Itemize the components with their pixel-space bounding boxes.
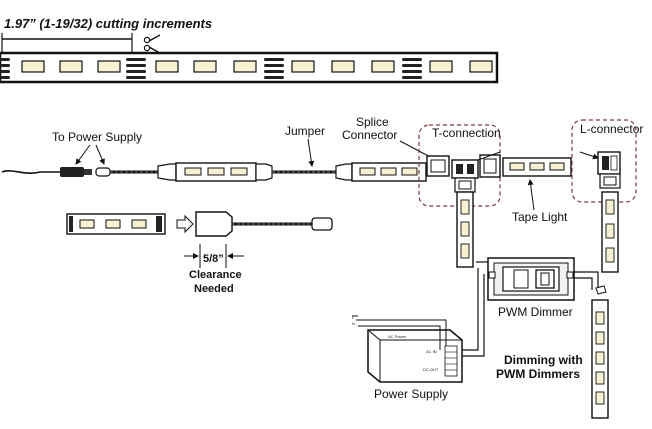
tape-vertical-dimmed [591, 285, 609, 419]
led-chip [371, 60, 395, 73]
power-supply-unit [367, 329, 463, 383]
t-connector [451, 154, 501, 193]
copper-pad [126, 64, 146, 67]
clearance-value: 5/8” [203, 253, 224, 265]
pwm-dimmer [487, 257, 575, 301]
clearance-dimension [184, 244, 244, 268]
copper-pad [0, 64, 10, 67]
clearance-label-line1: Clearance [189, 269, 242, 281]
tape-segment-2 [351, 162, 427, 182]
led-chip [291, 60, 315, 73]
tape-segment-1 [175, 162, 257, 182]
wire-l-label: L [352, 315, 355, 320]
copper-pad [264, 76, 284, 79]
ac-power-wires [352, 315, 447, 350]
jumper-label: Jumper [285, 124, 325, 138]
led-chip [155, 60, 179, 73]
led-strip-top [0, 51, 499, 84]
power-supply-label: Power Supply [374, 387, 448, 401]
arrow-right-icon [176, 214, 194, 234]
copper-pad [264, 64, 284, 67]
copper-pad [126, 70, 146, 73]
wire-n-label: N [352, 321, 355, 326]
jumper-cable [255, 163, 353, 181]
copper-pad [0, 70, 10, 73]
t-connection-label: T-connection [432, 126, 501, 140]
ac-in-label: AC IN [426, 349, 437, 354]
clearance-connector [195, 211, 333, 237]
copper-pad [402, 64, 422, 67]
led-chip [59, 60, 83, 73]
copper-pad [126, 76, 146, 79]
tape-vertical-t [456, 191, 474, 268]
l-connector-label: L-connector [580, 122, 643, 136]
cutting-increments-label: 1.97” (1-19/32) cutting increments [4, 16, 212, 31]
copper-pad [264, 70, 284, 73]
copper-pad [402, 70, 422, 73]
splice-label-line1: Splice [356, 115, 389, 129]
copper-pad [0, 76, 10, 79]
clearance-strip [66, 213, 166, 235]
tape-light-label: Tape Light [512, 210, 568, 224]
copper-pad [402, 58, 422, 61]
splice-label-line2: Connector [342, 128, 397, 142]
copper-pad [126, 58, 146, 61]
led-chip [469, 60, 493, 73]
led-chip [97, 60, 121, 73]
pwm-dimmer-label: PWM Dimmer [498, 305, 573, 319]
dimming-label-line2: PWM Dimmers [496, 367, 580, 381]
female-plug [95, 163, 177, 181]
led-chip [233, 60, 257, 73]
ac-power-label: AC Power [388, 334, 407, 339]
copper-pad [0, 58, 10, 61]
l-connector-box [571, 119, 637, 203]
tape-vertical-l [601, 191, 619, 273]
to-power-supply-label: To Power Supply [52, 130, 142, 144]
dimming-label-line1: Dimming with [504, 353, 583, 367]
splice-connector [426, 155, 450, 177]
power-plug [1, 167, 92, 177]
l-connector [597, 151, 621, 189]
led-chip [193, 60, 217, 73]
led-chip [331, 60, 355, 73]
led-chip [429, 60, 453, 73]
clearance-label-line2: Needed [194, 283, 234, 295]
copper-pad [402, 76, 422, 79]
dc-out-label: DC OUT [423, 367, 439, 372]
copper-pad [264, 58, 284, 61]
tape-segment-3 [502, 157, 572, 177]
led-chip [21, 60, 45, 73]
scissors-icon [143, 34, 161, 54]
